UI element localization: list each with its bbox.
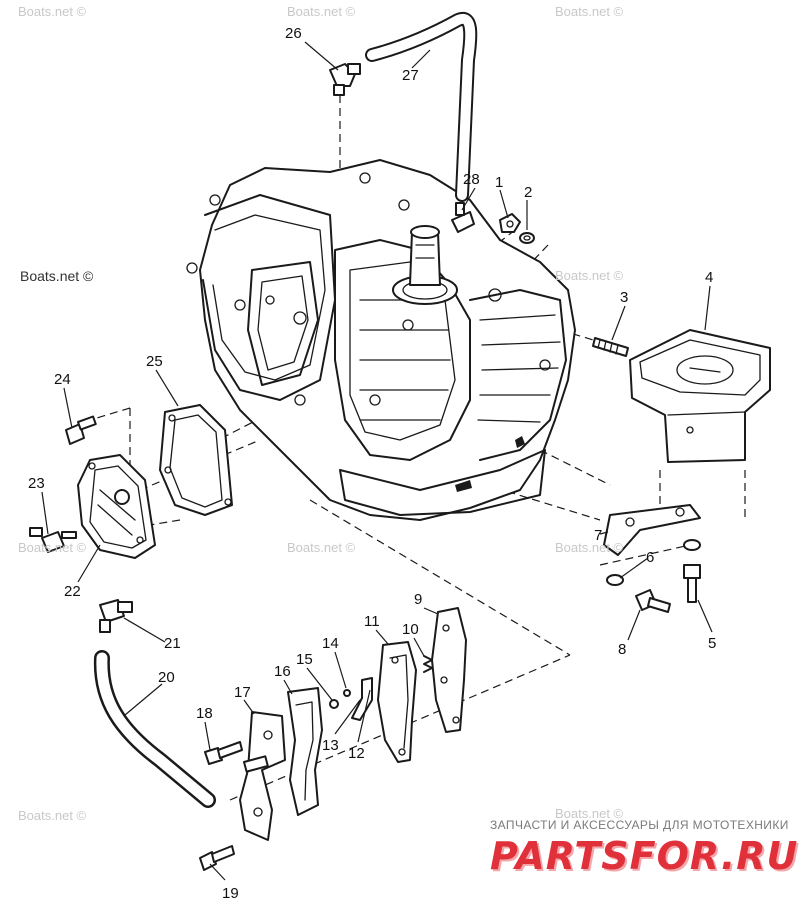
callout-22: 22: [64, 583, 81, 600]
part-4-bracket: [629, 329, 771, 463]
callout-28: 28: [463, 171, 480, 188]
powerhead-block: [186, 159, 576, 521]
part-16-reed-plate: [287, 687, 323, 816]
callout-2: 2: [524, 184, 532, 201]
part-2-washer: [519, 232, 535, 244]
callout-11: 11: [364, 613, 380, 630]
watermark: Boats.net ©: [20, 268, 94, 284]
part-23-fitting: [29, 527, 77, 553]
callout-13: 13: [322, 737, 339, 754]
callout-18: 18: [196, 705, 213, 722]
part-24-screw: [65, 415, 97, 445]
callout-19: 19: [222, 885, 239, 902]
watermark: Boats.net ©: [555, 4, 624, 19]
part-9-gasket: [431, 607, 467, 733]
watermark: Boats.net ©: [555, 806, 624, 821]
part-1-nut: [499, 213, 521, 233]
part-18-screw: [204, 741, 243, 765]
brand-logo: PARTSFOR.RU: [490, 834, 799, 878]
callout-labels: 1 2 3 4 5 6 7 8 9 10 11 12 13 14 15 16 1…: [28, 25, 716, 902]
callout-7: 7: [594, 527, 602, 544]
callout-9: 9: [414, 591, 422, 608]
watermark: Boats.net ©: [287, 540, 356, 555]
part-28-fitting: [451, 202, 475, 233]
part-21-elbow: [99, 599, 133, 633]
part-17-plate: [239, 711, 286, 841]
callout-23: 23: [28, 475, 45, 492]
callout-1: 1: [495, 174, 503, 191]
callout-5: 5: [708, 635, 716, 652]
watermark: Boats.net ©: [555, 268, 624, 283]
callout-26: 26: [285, 25, 302, 42]
part-20-hose: [93, 650, 216, 808]
watermark: Boats.net ©: [18, 4, 87, 19]
part-3-stud: [592, 337, 629, 357]
part-22-cover: [77, 454, 156, 559]
callout-14: 14: [322, 635, 339, 652]
callout-12: 12: [348, 745, 365, 762]
part-27-hose: [365, 12, 478, 202]
part-15-screw: [329, 699, 339, 709]
watermark: Boats.net ©: [287, 4, 356, 19]
callout-17: 17: [234, 684, 251, 701]
part-8-bolt: [635, 589, 671, 613]
callout-21: 21: [164, 635, 181, 652]
part-14-washer: [343, 689, 351, 697]
callout-3: 3: [620, 289, 628, 306]
callout-4: 4: [705, 269, 713, 286]
callout-15: 15: [296, 651, 313, 668]
callout-20: 20: [158, 669, 175, 686]
part-19-screw: [199, 845, 235, 871]
callout-27: 27: [402, 67, 419, 84]
leader-lines: [41, 41, 713, 881]
callout-8: 8: [618, 641, 626, 658]
watermark: Boats.net ©: [555, 540, 624, 555]
part-5-bolt: [683, 564, 701, 603]
part-25-gasket: [159, 404, 233, 516]
brand-tagline: ЗАПЧАСТИ И АКСЕССУАРЫ ДЛЯ МОТОТЕХНИКИ: [490, 818, 789, 832]
callout-24: 24: [54, 371, 71, 388]
callout-10: 10: [402, 621, 419, 638]
part-11-reed-block: [377, 641, 417, 763]
watermark: Boats.net ©: [18, 540, 87, 555]
part-6-washer: [606, 539, 701, 586]
part-7-plate: [603, 504, 701, 556]
callout-6: 6: [646, 549, 654, 566]
callout-25: 25: [146, 353, 163, 370]
watermark: Boats.net ©: [18, 808, 87, 823]
callout-16: 16: [274, 663, 291, 680]
part-13-stopper: [351, 677, 373, 721]
part-26-elbow-fitting: [329, 63, 361, 96]
part-10-spring: [423, 655, 433, 673]
